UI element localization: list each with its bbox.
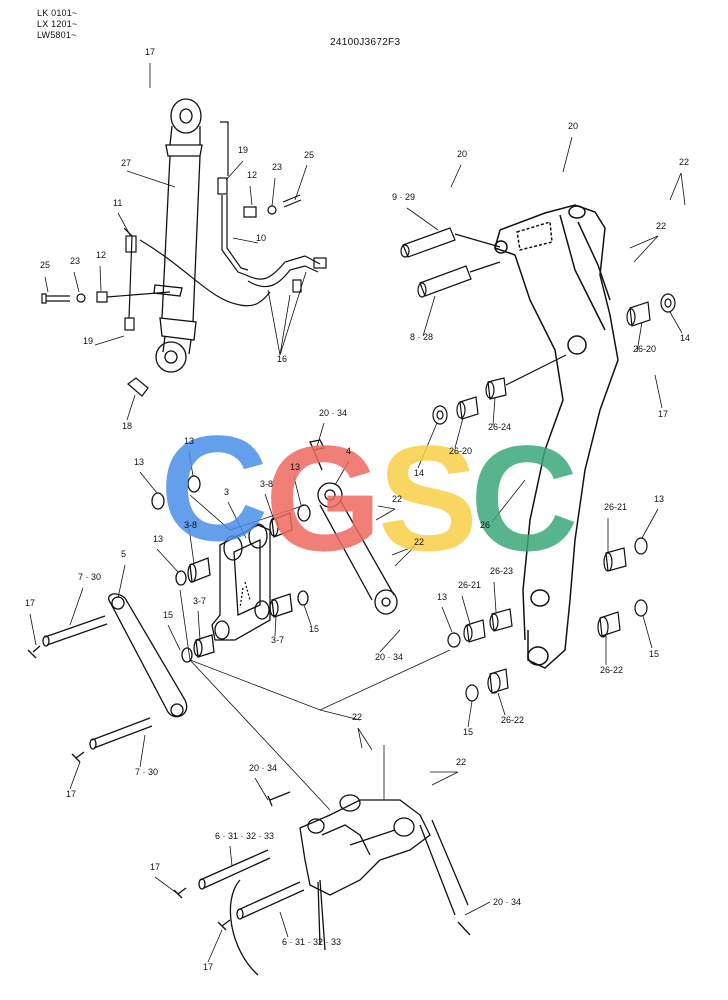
part-number-labels: 17 27 19 12 23 25 10 11 25 23 12 19 16 18 20 20 22 22 9 · … xyxy=(25,47,690,972)
watermark-letter-3: S xyxy=(378,414,478,582)
part-label: 22 xyxy=(456,757,466,767)
part-label: 23 xyxy=(70,256,80,266)
watermark-letter-4: C xyxy=(470,414,578,582)
part-label: 13 xyxy=(290,462,300,472)
part-label: 26-23 xyxy=(490,566,513,576)
part-label: 13 xyxy=(153,534,163,544)
watermark-letters: C G S C xyxy=(160,404,578,582)
part-label: 25 xyxy=(40,260,50,270)
part-label: 3-8 xyxy=(260,479,273,489)
link-assembly xyxy=(151,475,311,663)
part-label: 20 · 34 xyxy=(493,897,521,907)
part-label: 26-22 xyxy=(600,665,623,675)
part-label: 3-7 xyxy=(271,635,284,645)
model-range-2: LX 1201~ xyxy=(37,19,78,29)
watermark-letter-2: G xyxy=(265,414,382,582)
boom-pins xyxy=(400,227,501,298)
link-4 xyxy=(309,439,398,615)
part-label: 12 xyxy=(247,170,257,180)
part-label: 9 · 29 xyxy=(392,192,415,202)
part-label: 19 xyxy=(83,336,93,346)
part-label: 20 · 34 xyxy=(319,408,347,418)
part-label: 12 xyxy=(96,250,106,260)
part-label: 16 xyxy=(277,354,287,364)
part-label: 18 xyxy=(122,421,132,431)
part-label: 3 xyxy=(224,487,229,497)
part-label: 13 xyxy=(437,592,447,602)
part-label: 6 · 31 · 32 · 33 xyxy=(282,937,341,947)
part-label: 20 xyxy=(457,149,467,159)
part-label: 26-21 xyxy=(458,580,481,590)
part-label: 22 xyxy=(352,712,362,722)
part-label: 14 xyxy=(414,468,424,478)
diagram-code: 24100J3672F3 xyxy=(330,37,401,48)
part-label: 3-7 xyxy=(193,596,206,606)
part-label: 22 xyxy=(392,494,402,504)
leader-lines xyxy=(29,63,686,963)
part-label: 17 xyxy=(145,47,155,57)
part-label: 11 xyxy=(113,198,122,208)
boom-foot-bracket xyxy=(173,791,471,976)
part-label: 13 xyxy=(184,436,194,446)
model-range-3: LW5801~ xyxy=(37,30,77,40)
part-label: 17 xyxy=(658,409,668,419)
hose-fittings xyxy=(41,177,302,397)
part-label: 13 xyxy=(654,494,664,504)
part-label: 7 · 30 xyxy=(78,572,101,582)
bushings-right xyxy=(432,293,676,702)
part-label: 23 xyxy=(272,162,282,172)
part-label: 15 xyxy=(309,624,319,634)
part-label: 8 · 28 xyxy=(410,332,433,342)
part-label: 17 xyxy=(25,598,35,608)
part-label: 15 xyxy=(463,727,473,737)
part-label: 22 xyxy=(414,537,424,547)
part-label: 17 xyxy=(150,862,160,872)
watermark-letter-1: C xyxy=(160,404,268,572)
part-label: 15 xyxy=(649,649,659,659)
part-label: 26-20 xyxy=(449,446,472,456)
part-label: 17 xyxy=(203,962,213,972)
part-label: 26-24 xyxy=(488,422,511,432)
part-label: 26-22 xyxy=(501,715,524,725)
part-label: 26-20 xyxy=(633,344,656,354)
part-label: 13 xyxy=(134,457,144,467)
part-label: 19 xyxy=(238,145,248,155)
part-label: 20 · 34 xyxy=(249,763,277,773)
boom-arm xyxy=(494,204,619,669)
part-label: 5 xyxy=(121,549,126,559)
part-label: 26 xyxy=(480,520,490,530)
part-label: 7 · 30 xyxy=(135,767,158,777)
model-range-1: LK 0101~ xyxy=(37,8,78,18)
part-label: 3-8 xyxy=(184,520,197,530)
part-label: 22 xyxy=(656,221,666,231)
part-label: 15 xyxy=(163,610,173,620)
part-label: 10 xyxy=(256,233,266,243)
part-label: 20 · 34 xyxy=(375,652,403,662)
part-label: 20 xyxy=(568,121,578,131)
part-label: 17 xyxy=(66,789,76,799)
part-label: 4 xyxy=(346,446,351,456)
part-label: 26-21 xyxy=(604,502,627,512)
hydraulic-hoses xyxy=(139,121,327,307)
part-label: 22 xyxy=(679,157,689,167)
boom-cylinder xyxy=(153,98,203,373)
part-label: 6 · 31 · 32 · 33 xyxy=(215,831,274,841)
part-label: 25 xyxy=(304,150,314,160)
model-range-header: LK 0101~ LX 1201~ LW5801~ xyxy=(37,8,77,41)
part-label: 27 xyxy=(121,158,131,168)
part-label: 14 xyxy=(680,333,690,343)
